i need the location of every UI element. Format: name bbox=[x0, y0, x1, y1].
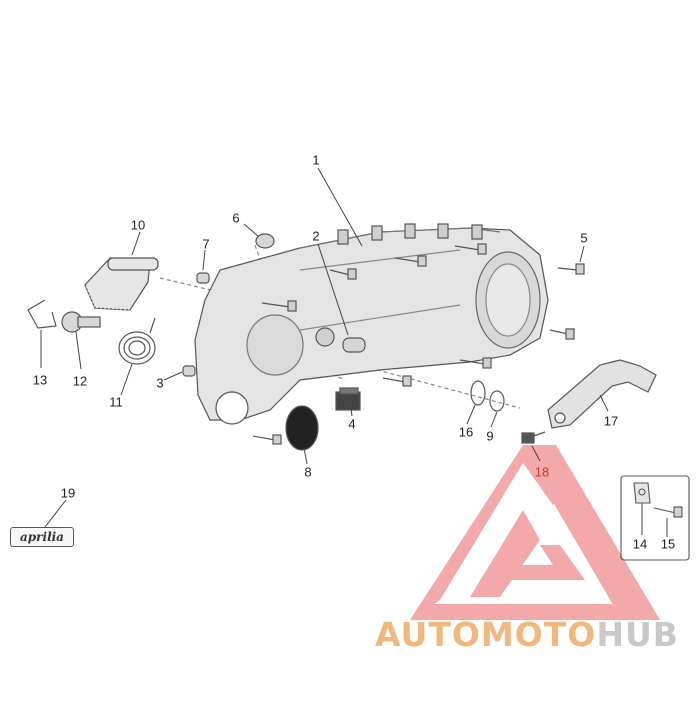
cover-bolts bbox=[252, 243, 585, 445]
callout-6: 6 bbox=[232, 210, 240, 226]
clip-part-13 bbox=[27, 299, 57, 329]
cap-part-8 bbox=[285, 405, 319, 451]
callout-10: 10 bbox=[130, 217, 146, 233]
inset-box-parts-14-15 bbox=[620, 475, 690, 561]
leader-lines bbox=[40, 167, 609, 528]
callout-12: 12 bbox=[72, 373, 88, 389]
watermark-hub: HUB bbox=[596, 615, 679, 654]
washer-part-6 bbox=[255, 233, 275, 249]
callout-14: 14 bbox=[632, 536, 648, 552]
crankcase-cover bbox=[194, 223, 549, 425]
spring-part-11 bbox=[118, 317, 156, 365]
bushing-part-12 bbox=[61, 311, 101, 333]
callout-17: 17 bbox=[603, 413, 619, 429]
pin-part-7 bbox=[196, 272, 210, 284]
circlip-part-9 bbox=[489, 390, 505, 412]
callout-19: 19 bbox=[60, 485, 76, 501]
callout-18: 18 bbox=[534, 464, 550, 480]
kick-gear-part-10 bbox=[84, 257, 159, 311]
washer-part-16 bbox=[470, 380, 486, 406]
watermark-text: AUTOMOTOHUB bbox=[375, 618, 679, 651]
callout-5: 5 bbox=[580, 230, 588, 246]
watermark-auto: AUTO bbox=[375, 615, 481, 654]
dowel-pin-part bbox=[342, 337, 366, 353]
callout-7: 7 bbox=[202, 236, 210, 252]
rubber-block-part-4 bbox=[335, 387, 361, 411]
logo-plate-text: aprilia bbox=[20, 530, 64, 544]
callout-15: 15 bbox=[660, 536, 676, 552]
watermark-moto: MOTO bbox=[480, 615, 597, 654]
aprilia-logo-plate: aprilia bbox=[10, 527, 74, 547]
watermark-triangle-logo bbox=[410, 445, 660, 620]
callout-11: 11 bbox=[109, 394, 123, 410]
callout-16: 16 bbox=[458, 424, 474, 440]
callout-13: 13 bbox=[32, 372, 48, 388]
callout-2: 2 bbox=[312, 228, 320, 244]
kickstart-lever-part-17 bbox=[547, 359, 657, 429]
callout-4: 4 bbox=[348, 416, 356, 432]
callout-1: 1 bbox=[312, 152, 320, 168]
callout-3: 3 bbox=[156, 375, 164, 391]
pin-part-3 bbox=[182, 365, 196, 377]
bolt-part-18 bbox=[521, 431, 546, 444]
callout-9: 9 bbox=[486, 428, 494, 444]
callout-8: 8 bbox=[304, 464, 312, 480]
